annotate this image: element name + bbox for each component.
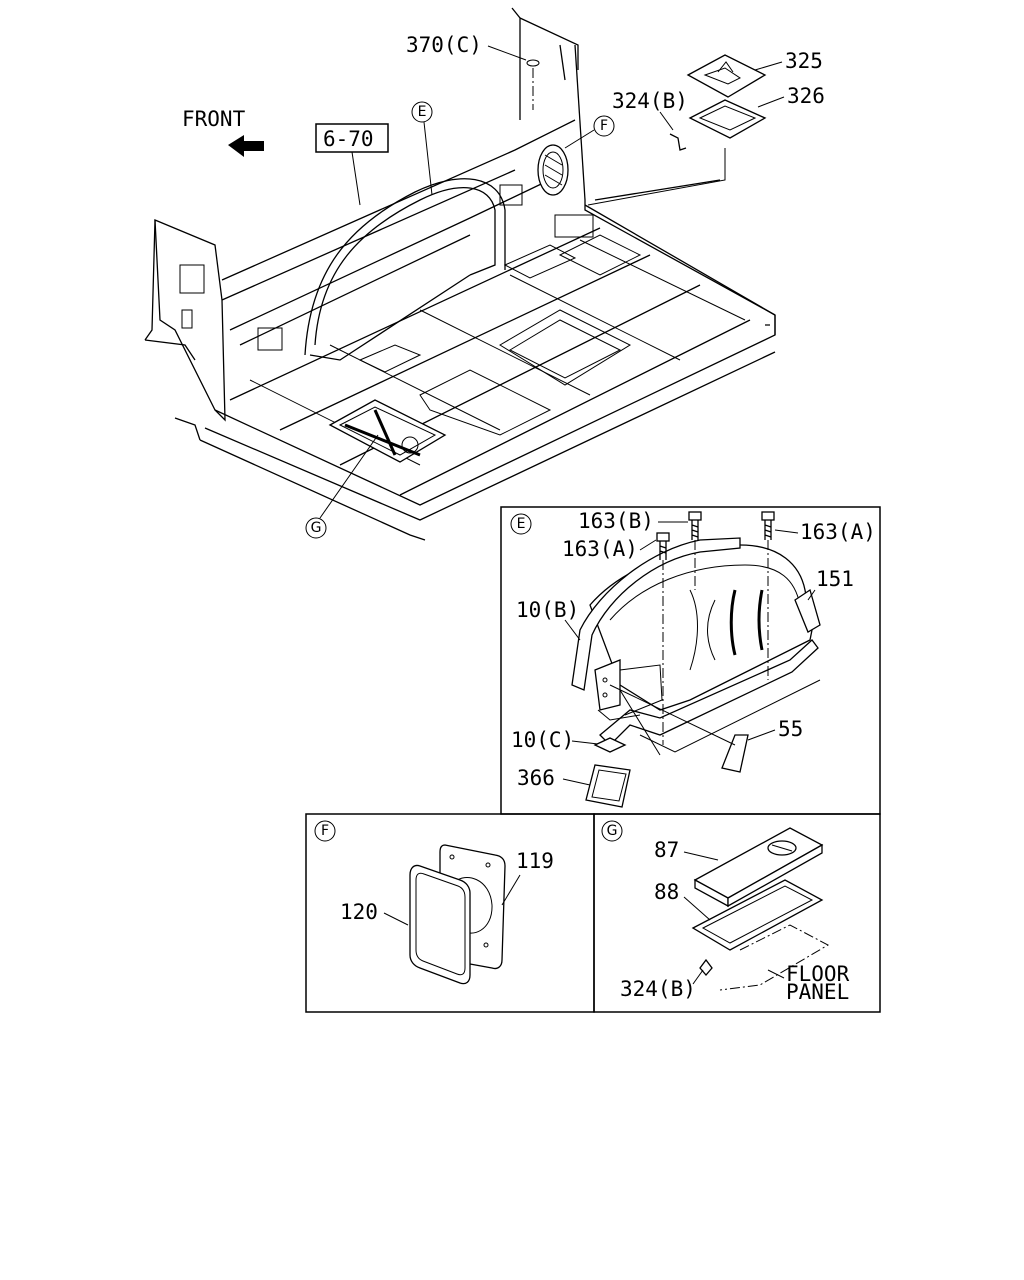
callout-163a-left: 163(A) [562,537,638,561]
clip-part-324b [669,133,687,151]
gasket-part-326 [688,99,767,139]
circle-f-label: F [600,118,608,134]
callout-10b: 10(B) [516,598,579,622]
callout-324b: 324(B) [612,89,688,113]
detail-g-tag [601,820,623,842]
callout-370c: 370(C) [406,33,482,57]
floor-panel-line1: FLOOR [786,962,850,986]
callout-87: 87 [654,838,679,862]
floor-panel-line2: PANEL [786,980,849,1004]
circle-e [411,101,433,123]
gasket-120 [409,864,471,985]
bolt-163b [688,511,702,540]
callout-366: 366 [517,766,555,790]
floor-assembly-drawing [144,7,776,541]
plug-part [526,59,540,67]
detail-e-tag-label: E [517,516,526,532]
callout-151: 151 [816,567,854,591]
callout-326: 326 [787,84,825,108]
gasket-88 [691,879,824,951]
callout-120: 120 [340,900,378,924]
circle-g-label: G [311,520,322,536]
detail-f-tag [314,820,336,842]
front-label: FRONT [182,107,246,131]
detail-g-box [593,813,881,1013]
detail-g-tag-label: G [607,823,618,839]
callout-55: 55 [778,717,803,741]
clip-324b-detail [699,958,713,976]
circle-f [593,115,615,137]
front-arrow-icon [228,135,264,157]
callout-119: 119 [516,849,554,873]
detail-e-tag [510,513,532,535]
callout-10c: 10(C) [511,728,574,752]
circle-e-label: E [418,104,427,120]
callout-324b-detail: 324(B) [620,977,696,1001]
bolt-163a-right [761,511,775,540]
circle-g [305,517,327,539]
bolt-163a-left [656,532,670,560]
callout-88: 88 [654,880,679,904]
callout-163a-right: 163(A) [800,520,876,544]
cover-87 [693,827,824,908]
detail-f-tag-label: F [321,823,329,839]
callout-163b: 163(B) [578,509,654,533]
callout-325: 325 [785,49,823,73]
wheelhouse-drawing [571,537,821,808]
reference-box-label: 6-70 [323,127,374,151]
cover-part-325 [686,54,767,98]
